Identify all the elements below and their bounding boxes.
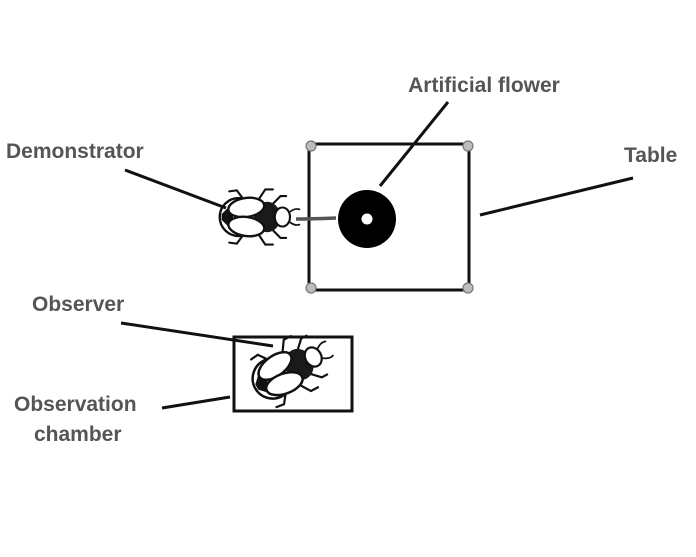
demonstrator-leader-line (124, 168, 227, 210)
demonstrator-bee-icon (218, 188, 337, 246)
table-corner-top-right (462, 140, 474, 152)
table-corner-bottom-right (462, 282, 474, 294)
demonstrator-label: Demonstrator (6, 140, 144, 163)
artificial-flower-label: Artificial flower (408, 74, 560, 97)
observation-chamber-label-line1: Observation (14, 393, 137, 416)
observation-chamber-leader-line (161, 395, 231, 410)
table-leader-line (479, 176, 634, 217)
table-corner-top-left (305, 140, 317, 152)
observer-label: Observer (32, 293, 124, 316)
observer-leader-line (120, 321, 274, 348)
table-corner-bottom-left (305, 282, 317, 294)
artificial-flower-icon (338, 190, 396, 248)
observation-chamber-label-line2: chamber (34, 423, 122, 446)
artificial-flower-leader-line (378, 101, 450, 187)
table-label: Table (624, 144, 677, 167)
